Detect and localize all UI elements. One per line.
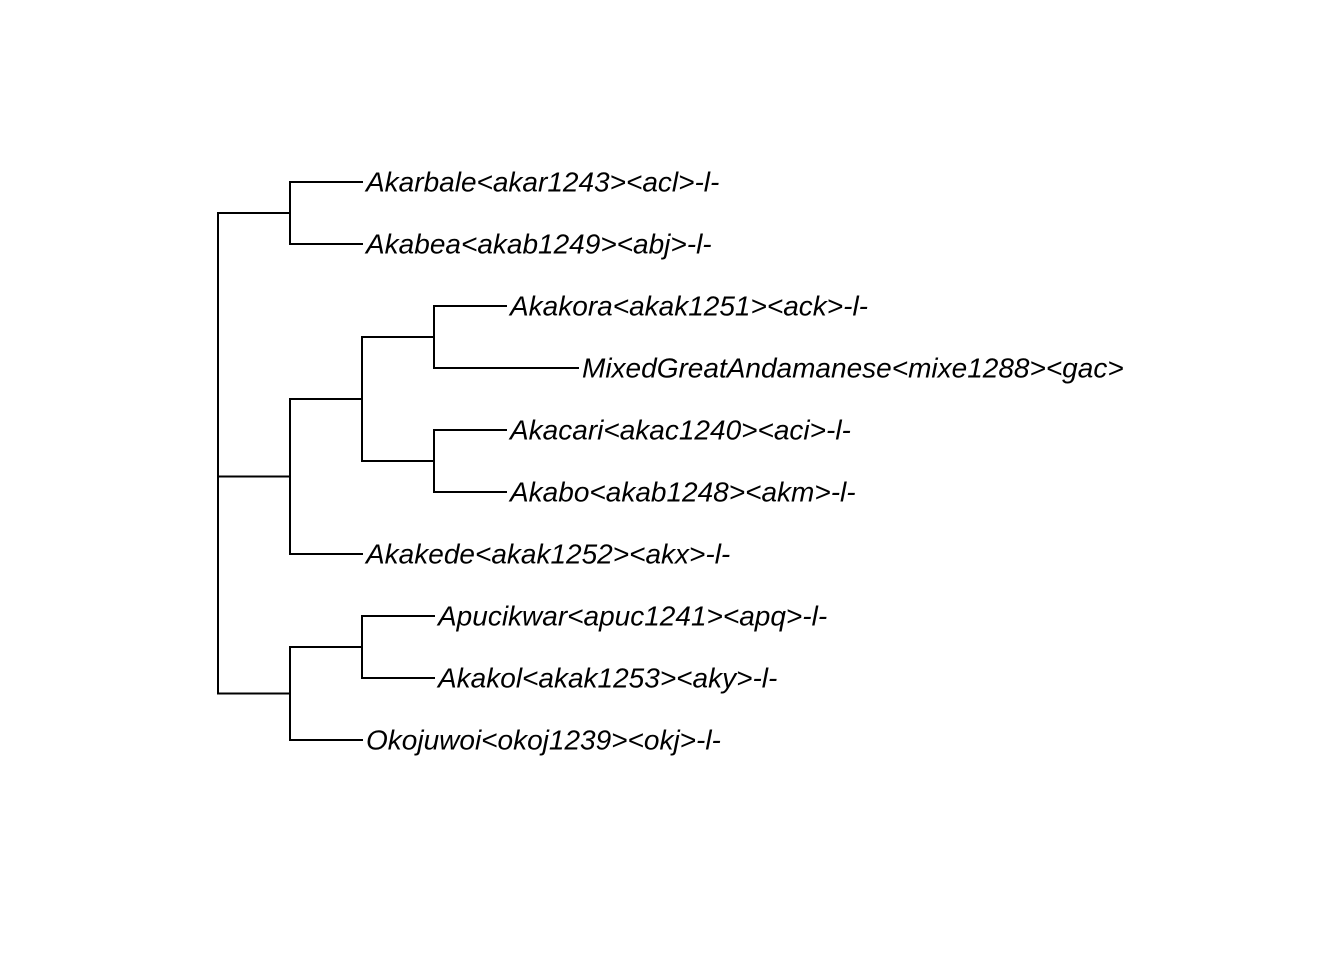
tip-label: Akacari<akac1240><aci>-l- [508, 415, 851, 446]
tip-label: Akabea<akab1249><abj>-l- [364, 229, 712, 260]
tip-label: Akakede<akak1252><akx>-l- [364, 539, 730, 570]
tip-label: MixedGreatAndamanese<mixe1288><gac> [582, 353, 1124, 384]
tip-label: Okojuwoi<okoj1239><okj>-l- [366, 725, 721, 756]
tip-label: Apucikwar<apuc1241><apq>-l- [436, 601, 827, 632]
tip-label: Akarbale<akar1243><acl>-l- [364, 167, 719, 198]
tip-label: Akabo<akab1248><akm>-l- [508, 477, 856, 508]
tip-label: Akakora<akak1251><ack>-l- [508, 291, 868, 322]
tip-label: Akakol<akak1253><aky>-l- [436, 663, 777, 694]
